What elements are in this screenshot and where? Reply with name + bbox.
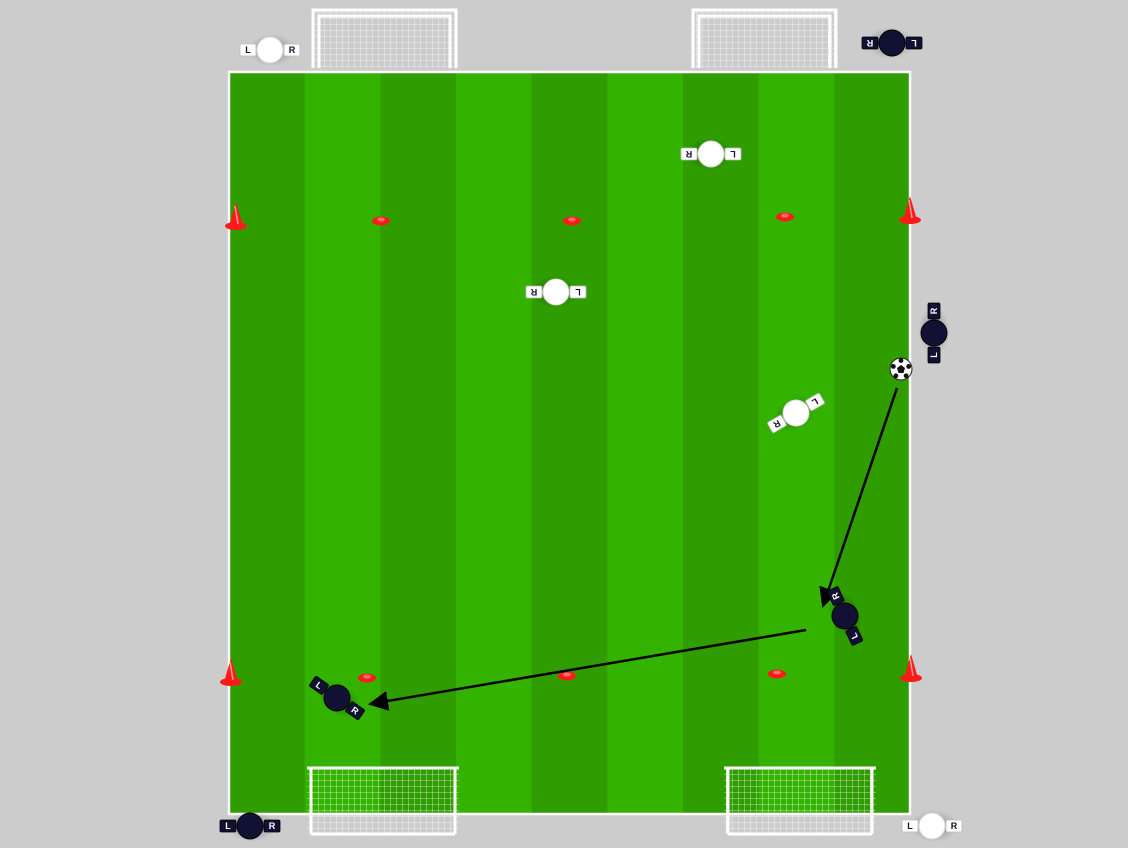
player-head [698,141,724,167]
foot-label: R [951,821,958,831]
disc-cone-top [773,671,781,675]
disc-cone-top-1 [372,217,390,226]
disc-cone-top-2 [563,217,581,226]
disc-cone-top [781,214,789,218]
foot-label: R [530,287,537,297]
goal-net [724,768,876,834]
ball-patch [899,358,904,363]
pitch-stripe [607,72,683,814]
ball-patch [904,373,909,378]
foot-label: R [929,307,939,314]
foot-label: L [911,38,917,48]
foot-label: L [225,821,231,831]
disc-cone-top-3 [776,213,794,222]
player-head [237,813,263,839]
goal-net [693,10,836,68]
pitch-stripe [456,72,532,814]
pitch-stripe [229,72,305,814]
goal-bottom-right [724,768,876,834]
ball-layer [890,358,912,380]
foot-label: L [730,149,736,159]
goal-net [313,10,456,68]
player-head [879,30,905,56]
ball-patch [906,364,911,369]
player-head [921,320,947,346]
foot-label: L [907,821,913,831]
disc-cone-bottom-3 [768,670,786,679]
goal-bottom-left [307,768,459,834]
disc-cone-top [377,218,385,222]
disc-cone-top [568,218,576,222]
pitch-stripe [380,72,456,814]
foot-label: R [866,38,873,48]
foot-label: L [245,45,251,55]
soccer-ball [890,358,912,380]
foot-label: R [269,821,276,831]
goal-top-right [693,10,836,68]
goal-net [307,768,459,834]
player-head [919,813,945,839]
pitch-stripe [532,72,608,814]
pitch-stripe [759,72,835,814]
foot-label: L [575,287,581,297]
disc-cone-top [563,673,571,677]
player-head [257,37,283,63]
foot-label: R [685,149,692,159]
foot-label: R [289,45,296,55]
ball-patch [891,364,896,369]
ball-patch [894,373,899,378]
foot-label: L [929,352,939,358]
pitch-stripe [834,72,910,814]
player-head [543,279,569,305]
disc-cone-bottom-1 [358,674,376,683]
disc-cone-top [363,675,371,679]
goal-top-left [313,10,456,68]
pitch-stripe [683,72,759,814]
